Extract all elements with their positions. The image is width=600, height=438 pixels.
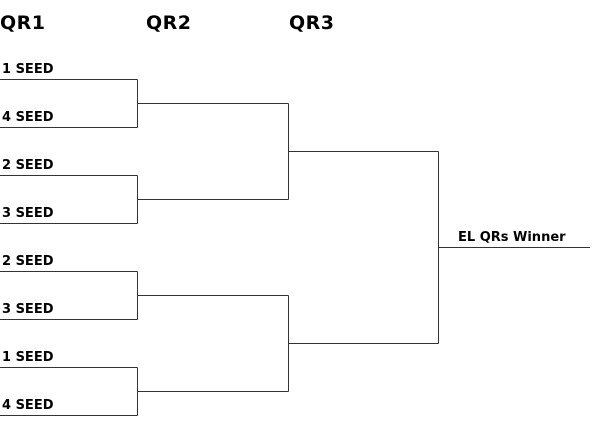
seed-label: 3 SEED [2, 206, 54, 221]
round-header-qr3: QR3 [289, 12, 335, 34]
seed-label: 3 SEED [2, 302, 54, 317]
seed-label: 4 SEED [2, 110, 54, 125]
seed-label: 2 SEED [2, 158, 54, 173]
round-header-qr2: QR2 [146, 12, 192, 34]
seed-label: 2 SEED [2, 254, 54, 269]
winner-label: EL QRs Winner [458, 230, 566, 245]
seed-label: 4 SEED [2, 398, 54, 413]
round-header-qr1: QR1 [0, 12, 46, 34]
seed-label: 1 SEED [2, 350, 54, 365]
seed-label: 1 SEED [2, 62, 54, 77]
